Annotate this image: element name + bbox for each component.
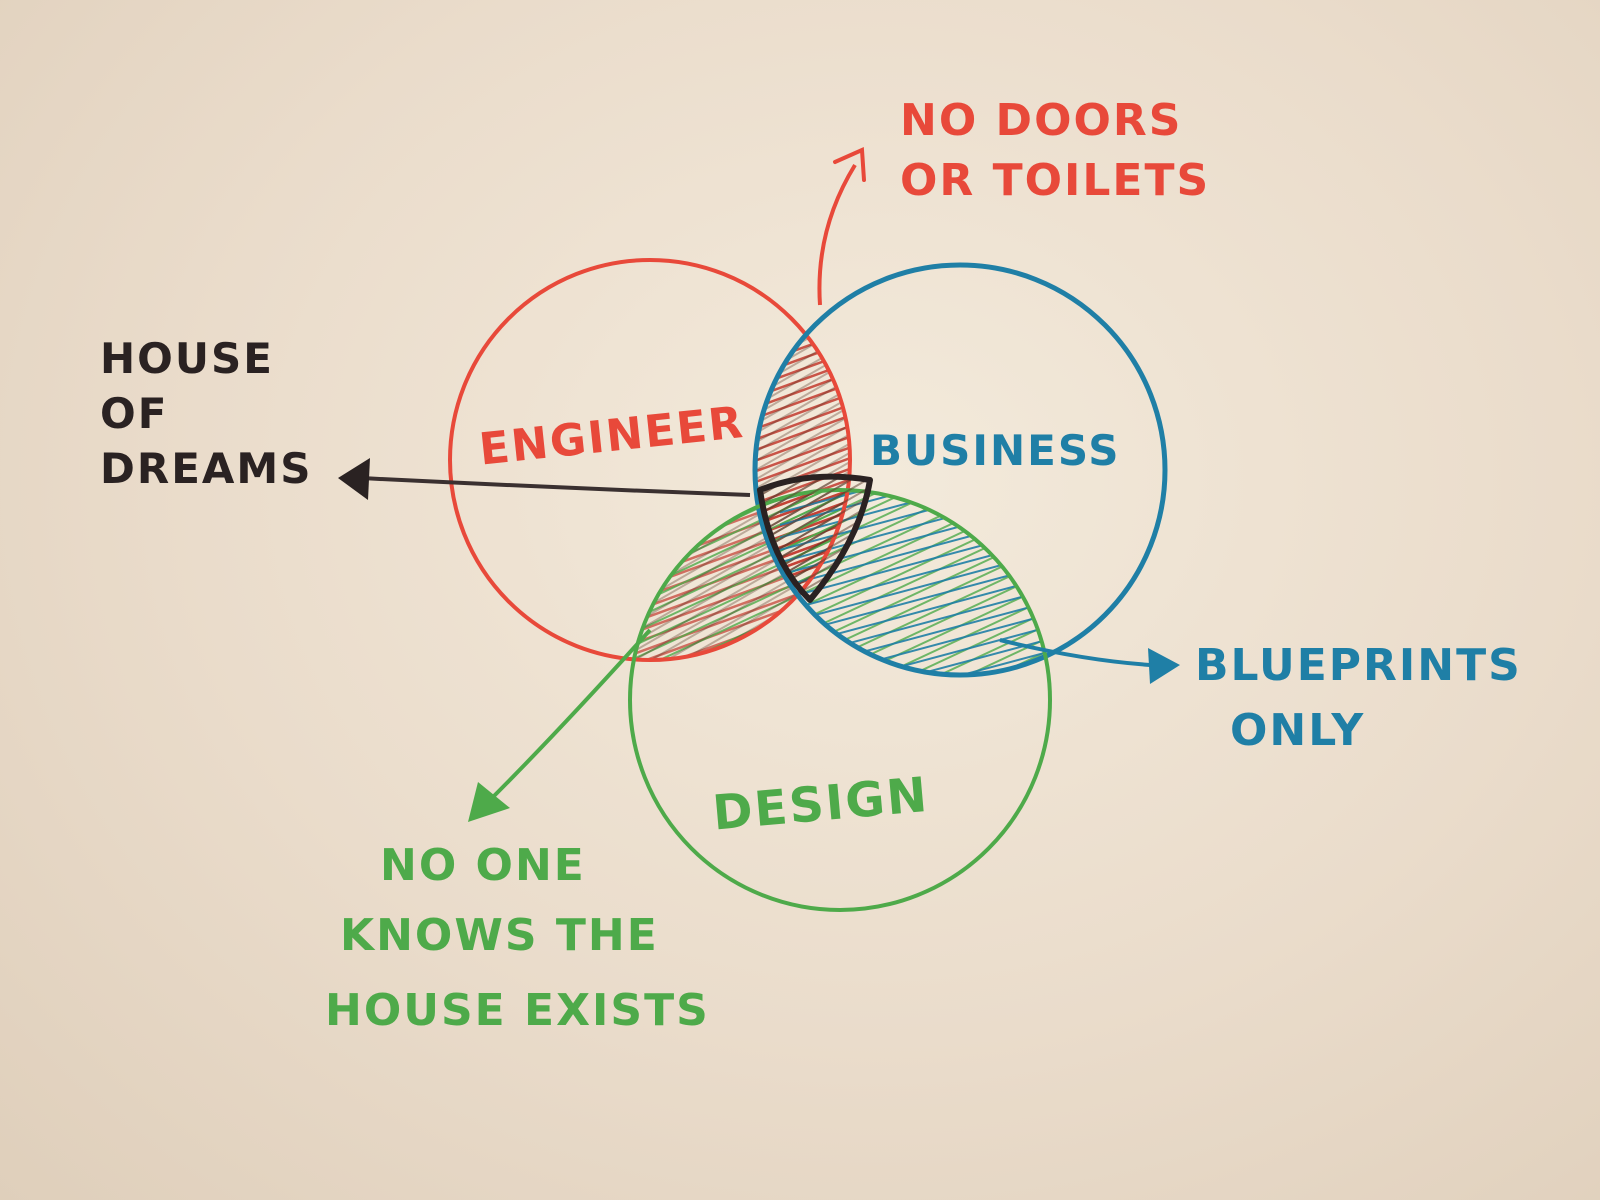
blueprints-line-1: BLUEPRINTS (1195, 640, 1522, 691)
house-of-dreams-text: HOUSE OF DREAMS (100, 334, 312, 493)
no-one-knows-text: NO ONE KNOWS THE HOUSE EXISTS (325, 840, 710, 1036)
no-doors-text: NO DOORS OR TOILETS (900, 95, 1210, 206)
no-one-knows-line-3: HOUSE EXISTS (325, 985, 710, 1036)
engineer-label: ENGINEER (477, 397, 747, 476)
arrow-no-doors (817, 147, 866, 306)
no-doors-line-2: OR TOILETS (900, 155, 1210, 206)
house-of-dreams-line-3: DREAMS (100, 444, 312, 493)
center-overlap-outline (757, 473, 873, 603)
business-label: BUSINESS (870, 426, 1120, 475)
arrow-no-one-knows (468, 628, 652, 822)
business-circle (752, 262, 1168, 678)
blueprints-line-2: ONLY (1230, 705, 1365, 756)
no-one-knows-line-2: KNOWS THE (340, 910, 659, 961)
engineer-circle (448, 258, 852, 662)
design-label: DESIGN (710, 767, 931, 842)
blueprints-text: BLUEPRINTS ONLY (1195, 640, 1522, 756)
house-of-dreams-line-1: HOUSE (100, 334, 274, 383)
no-doors-line-1: NO DOORS (900, 95, 1182, 146)
arrow-blueprints (999, 638, 1180, 684)
arrow-house-of-dreams (338, 458, 751, 500)
house-of-dreams-line-2: OF (100, 389, 168, 438)
no-one-knows-line-1: NO ONE (380, 840, 586, 891)
